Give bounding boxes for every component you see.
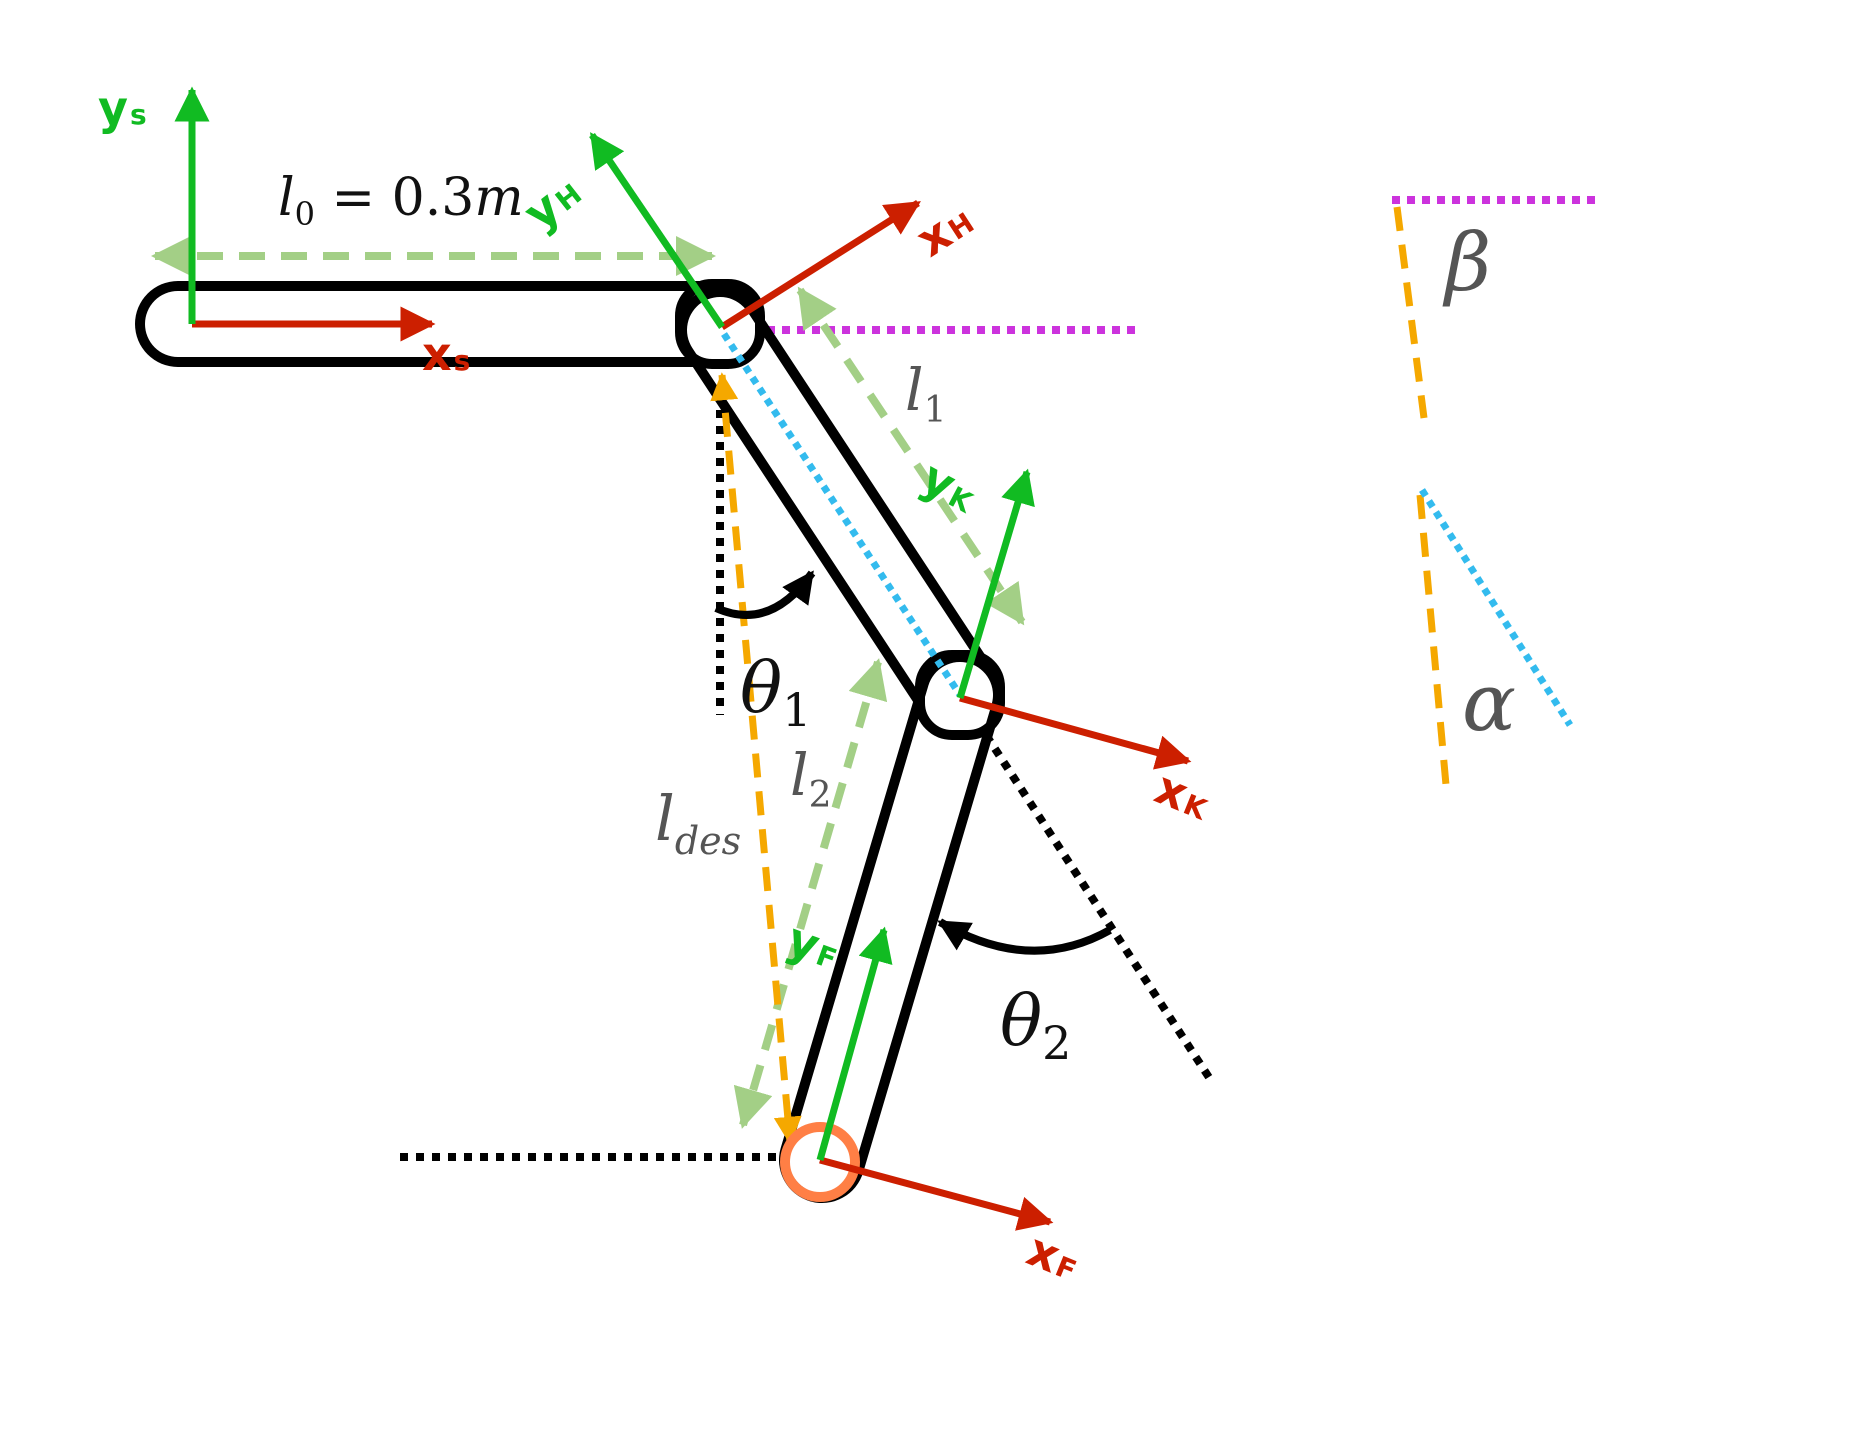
beta-orange-line — [1393, 206, 1428, 419]
foot-contact-circle — [780, 1122, 860, 1202]
theta1-label: θ1 — [740, 647, 811, 737]
alpha-label: α — [1462, 656, 1516, 749]
l1-label: l1 — [905, 356, 946, 431]
frame-k-x-label: xK — [1148, 760, 1219, 831]
knee-joint — [915, 650, 1005, 740]
frame-f-x-axis — [819, 1156, 1054, 1231]
theta1-arc — [714, 570, 816, 619]
alpha-orange-line — [1416, 494, 1450, 786]
l1-dimension-arrow — [796, 286, 1026, 626]
l0-label: l0 = 0.3m — [278, 168, 524, 233]
theta2-arc — [937, 918, 1112, 955]
frame-f-x-label: xF — [1020, 1222, 1087, 1291]
frame-k-x-axis — [959, 694, 1192, 770]
ldes-label: ldes — [655, 782, 741, 863]
l2-label: l2 — [790, 741, 831, 816]
ldes-dimension-arrow — [710, 372, 802, 1145]
frame-h-y-label: yH — [514, 164, 591, 241]
frame-s-y-label: ys — [98, 81, 147, 135]
hip-joint — [675, 279, 765, 369]
frame-h-y-axis — [589, 132, 725, 329]
knee-extension-line — [956, 692, 1216, 1085]
frame-s-x-label: xs — [422, 327, 470, 381]
frame-k-y-axis — [956, 468, 1035, 699]
theta2-label: θ2 — [1000, 980, 1071, 1070]
frame-f-y-axis — [816, 926, 893, 1161]
beta-label: β — [1442, 216, 1491, 309]
frame-h-x-axis — [720, 200, 921, 330]
frame-k-y-label: yK — [913, 450, 987, 524]
